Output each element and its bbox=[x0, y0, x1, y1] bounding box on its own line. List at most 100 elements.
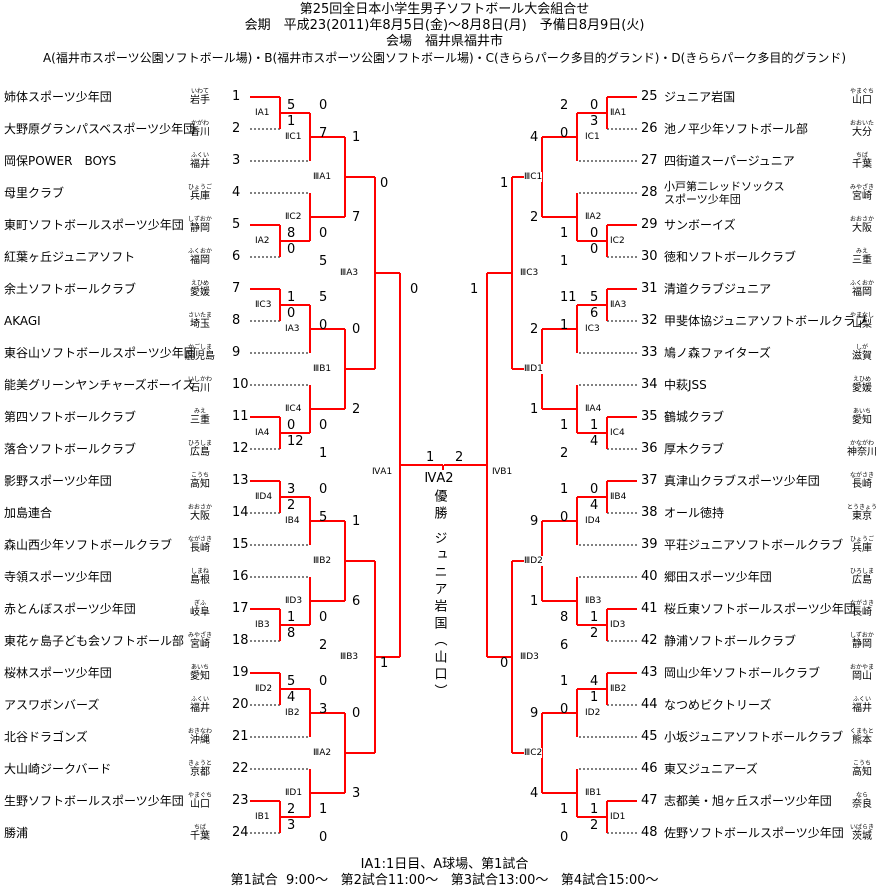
team-prefecture: かながわ神奈川 bbox=[842, 440, 882, 458]
team-name: 生野ソフトボールスポーツ少年団 bbox=[4, 794, 184, 808]
score: 4 bbox=[590, 498, 599, 513]
team-prefecture: えひめ愛媛 bbox=[180, 280, 220, 298]
team-number: 45 bbox=[641, 729, 658, 744]
game-label: ⅣB1 bbox=[492, 467, 513, 477]
prefecture-reading: ぎふ bbox=[193, 600, 206, 607]
score: 5 bbox=[319, 254, 328, 269]
team-prefecture: ひょうご兵庫 bbox=[842, 536, 882, 554]
team-number: 22 bbox=[232, 761, 249, 776]
team-prefecture: しまね島根 bbox=[180, 568, 220, 586]
game-label: ⅠD1 bbox=[610, 812, 626, 822]
score: 1 bbox=[590, 802, 599, 817]
prefecture-reading: みえ bbox=[855, 248, 868, 255]
team-name: 東谷山ソフトボールスポーツ少年団 bbox=[4, 346, 196, 360]
team-prefecture: いしかわ石川 bbox=[180, 376, 220, 394]
score: 5 bbox=[319, 510, 328, 525]
team-name: 厚木クラブ bbox=[664, 442, 725, 456]
score: 12 bbox=[287, 434, 304, 449]
score: 2 bbox=[560, 446, 569, 461]
team-prefecture: ながさき長崎 bbox=[842, 600, 882, 618]
team-name: サンボーイズ bbox=[664, 218, 736, 232]
score: 0 bbox=[560, 830, 569, 845]
prefecture-reading: おおさか bbox=[849, 216, 874, 223]
prefecture-reading: えひめ bbox=[190, 280, 209, 287]
champion-label: 優勝 bbox=[431, 489, 447, 523]
team-number: 41 bbox=[641, 601, 658, 616]
team-prefecture: おおさか大阪 bbox=[842, 216, 882, 234]
team-number: 28 bbox=[641, 185, 658, 200]
game-label: ⅠB1 bbox=[255, 812, 270, 822]
team-name: 佐野ソフトボールスポーツ少年団 bbox=[664, 826, 844, 840]
team-number: 44 bbox=[641, 697, 658, 712]
team-number: 40 bbox=[641, 569, 658, 584]
score: 3 bbox=[352, 786, 361, 801]
score: 4 bbox=[590, 674, 599, 689]
team-prefecture: とうきょう東京 bbox=[842, 504, 882, 522]
team-name: ジュニア岩国 bbox=[664, 90, 736, 104]
score: 0 bbox=[352, 706, 361, 721]
score: 4 bbox=[530, 130, 539, 145]
team-number: 21 bbox=[232, 729, 249, 744]
team-prefecture: こうち高知 bbox=[842, 760, 882, 778]
prefecture-reading: みやざき bbox=[849, 184, 874, 191]
team-name: AKAGI bbox=[4, 314, 41, 328]
team-prefecture: みえ三重 bbox=[842, 248, 882, 266]
prefecture-reading: ひろしま bbox=[187, 440, 212, 447]
team-number: 12 bbox=[232, 441, 249, 456]
score: 1 bbox=[380, 656, 389, 671]
prefecture-reading: しずおか bbox=[850, 632, 874, 639]
team-number: 23 bbox=[232, 793, 249, 808]
team-name: 徳和ソフトボールクラブ bbox=[664, 250, 797, 264]
team-prefecture: かごしま鹿児島 bbox=[180, 344, 220, 362]
prefecture-reading: みえ bbox=[193, 408, 206, 415]
team-prefecture: おおいた大分 bbox=[842, 120, 882, 138]
prefecture-reading: なら bbox=[855, 792, 868, 799]
prefecture-reading: しが bbox=[855, 344, 868, 351]
team-name: 鶴城クラブ bbox=[664, 410, 725, 424]
game-label: ⅢC1 bbox=[524, 172, 543, 182]
team-name: 岡保POWER BOYS bbox=[4, 154, 117, 168]
team-number: 43 bbox=[641, 665, 658, 680]
team-name: 加島連合 bbox=[4, 506, 53, 520]
score: 2 bbox=[560, 98, 569, 113]
game-label: ⅠB4 bbox=[285, 516, 300, 526]
score: 1 bbox=[560, 318, 569, 333]
team-name: なつめビクトリーズ bbox=[664, 698, 772, 712]
prefecture-reading: かながわ bbox=[849, 440, 874, 447]
prefecture-reading: くまもと bbox=[850, 728, 874, 735]
prefecture-reading: やまぐち bbox=[849, 88, 874, 95]
score: 0 bbox=[590, 226, 599, 241]
score: 1 bbox=[560, 674, 569, 689]
prefecture-reading: おきなわ bbox=[187, 728, 212, 735]
team-name: 勝浦 bbox=[4, 826, 29, 840]
game-label: ⅢB2 bbox=[313, 556, 332, 566]
score: 1 bbox=[560, 482, 569, 497]
game-label: ⅠA4 bbox=[255, 428, 270, 438]
score: 3 bbox=[287, 818, 296, 833]
score: 0 bbox=[560, 510, 569, 525]
team-number: 5 bbox=[232, 217, 241, 232]
score: 0 bbox=[590, 98, 599, 113]
team-name: 東町ソフトボールスポーツ少年団 bbox=[4, 218, 184, 232]
team-number: 8 bbox=[232, 313, 241, 328]
score: 1 bbox=[426, 450, 435, 465]
score: 1 bbox=[287, 114, 296, 129]
prefecture-reading: こうち bbox=[852, 760, 871, 767]
game-label: ⅡD2 bbox=[255, 684, 273, 694]
game-label: ⅢA1 bbox=[313, 172, 332, 182]
game-label: ⅡB4 bbox=[610, 492, 627, 502]
team-number: 39 bbox=[641, 537, 658, 552]
score: 0 bbox=[319, 418, 328, 433]
game-label: ⅡA3 bbox=[610, 300, 627, 310]
game-label: ⅡC1 bbox=[285, 132, 302, 142]
champion-box: ⅣA2 優勝 ジュニア岩国（山口） bbox=[424, 470, 454, 701]
prefecture-reading: えひめ bbox=[852, 376, 871, 383]
team-prefecture: くまもと熊本 bbox=[842, 728, 882, 746]
team-prefecture: ひょうご兵庫 bbox=[180, 184, 220, 202]
team-prefecture: ふくい福井 bbox=[180, 152, 220, 170]
game-label: ⅢC2 bbox=[524, 748, 543, 758]
team-name: 影野スポーツ少年団 bbox=[4, 474, 112, 488]
team-number: 27 bbox=[641, 153, 658, 168]
team-prefecture: ちば千葉 bbox=[180, 824, 220, 842]
game-label: ⅡA2 bbox=[585, 212, 602, 222]
